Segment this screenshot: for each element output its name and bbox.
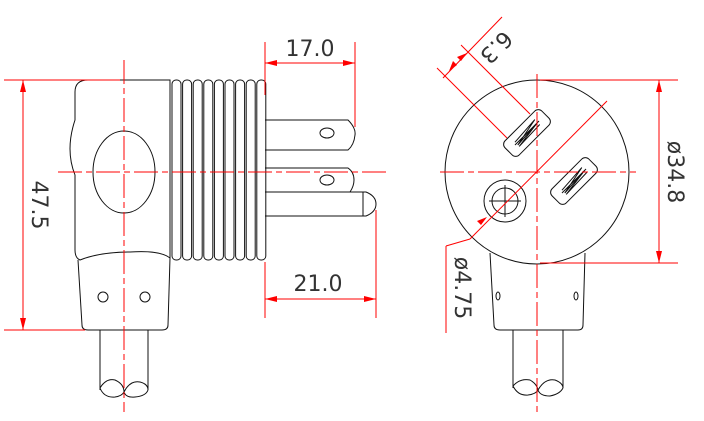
dimension-label: 17.0: [286, 37, 335, 62]
dimension-ground-hole: ø4.75: [445, 100, 608, 333]
line-slot: [503, 109, 551, 157]
dimension-diameter: ø34.8: [540, 79, 687, 264]
ground-pin: [265, 191, 377, 217]
dimension-6-3: 6.3: [436, 16, 531, 139]
collar-rib: [213, 79, 224, 261]
neutral-slot: [550, 157, 598, 205]
blade-hole-icon: [319, 174, 335, 186]
plug-neck: [77, 257, 171, 331]
rivet-hole: [573, 291, 579, 301]
cord: [99, 330, 149, 398]
front-view: ø34.8 6.3 ø4.75: [436, 16, 687, 412]
collar-rib: [256, 79, 267, 261]
dimension-label: ø4.75: [449, 257, 474, 319]
plug-neck: [489, 252, 586, 331]
collar-rib: [235, 79, 246, 261]
collar-rib: [203, 79, 214, 261]
side-view: 47.5 17.0 21.0: [4, 37, 388, 412]
ground-hole: [483, 179, 527, 223]
rivet-hole: [139, 291, 151, 303]
neutral-blade: [265, 167, 355, 193]
collar-rib: [171, 79, 182, 261]
dimension-label: ø34.8: [662, 141, 687, 203]
rivet-hole: [495, 291, 501, 301]
rivet-hole: [97, 291, 109, 303]
collar-rib: [245, 79, 256, 261]
dimension-47-5: 47.5: [4, 79, 120, 331]
collar-rib: [192, 79, 203, 261]
dimension-21-0: 21.0: [264, 210, 377, 318]
dimension-17-0: 17.0: [264, 37, 356, 127]
line-blade: [265, 119, 356, 151]
collar-rib: [182, 79, 193, 261]
blade-hole-icon: [319, 127, 335, 139]
ribbed-collar: [171, 79, 267, 261]
dimension-label: 6.3: [474, 25, 516, 67]
collar-rib: [224, 79, 235, 261]
dimension-label: 47.5: [26, 181, 51, 230]
cord: [512, 330, 564, 397]
plug-head-outline: [69, 79, 171, 261]
dimension-label: 21.0: [294, 272, 343, 297]
